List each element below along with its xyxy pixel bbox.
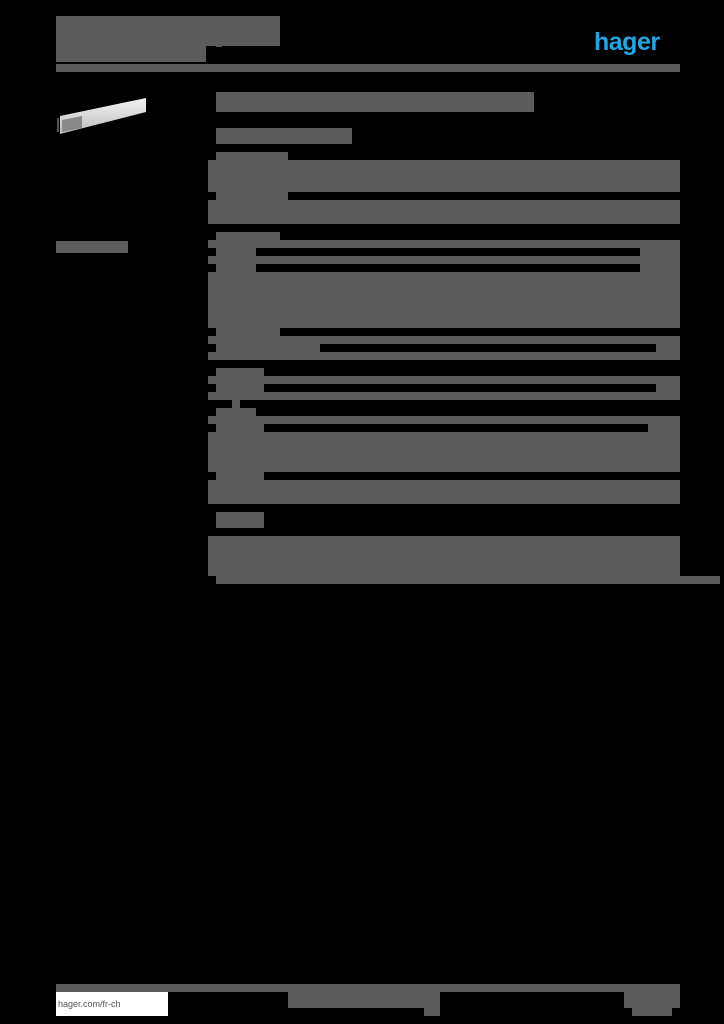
footer-page-block: [624, 984, 680, 1008]
footer-center-block: [288, 992, 440, 1008]
footer-page-sub: [632, 1008, 672, 1016]
product-subtitle-block: [216, 128, 352, 144]
header-rule: [56, 64, 680, 72]
section-4-row-3: [208, 480, 680, 504]
section-3-heading: [216, 368, 264, 376]
hager-logo: hager: [594, 28, 660, 56]
header-title-block: [56, 16, 280, 46]
footer-center-tick: [424, 1008, 440, 1016]
section-4-row-2: [208, 432, 680, 472]
section-2-label-col-b: [216, 328, 280, 336]
section-2-row-3: [208, 272, 680, 328]
header-title-sub-block: [56, 46, 206, 62]
section-3-stub: [232, 400, 240, 408]
product-image: [56, 98, 148, 136]
sidebar-label-block: [56, 241, 128, 253]
footer-url[interactable]: hager.com/fr-ch: [56, 992, 168, 1016]
section-2-row-2: [208, 256, 680, 264]
section-2-row-5: [208, 352, 680, 360]
section-1-label-col: [216, 152, 288, 200]
section-5-heading: [216, 512, 264, 528]
section-3-row-1: [208, 376, 680, 384]
section-1-label-stub: [216, 232, 280, 240]
section-2-row-4: [208, 336, 680, 344]
section-4-right-col: [648, 416, 680, 432]
footer-rule: [56, 984, 680, 992]
section-4-row-1: [208, 416, 680, 424]
section-1-row-2: [208, 200, 680, 224]
section-5-body: [208, 536, 680, 576]
section-4-heading: [216, 408, 256, 416]
header-title-tick: [216, 40, 222, 47]
section-2-row-1: [208, 240, 680, 248]
section-5-underline: [216, 576, 720, 584]
product-title-block: [216, 92, 534, 112]
section-3-row-2: [208, 392, 680, 400]
